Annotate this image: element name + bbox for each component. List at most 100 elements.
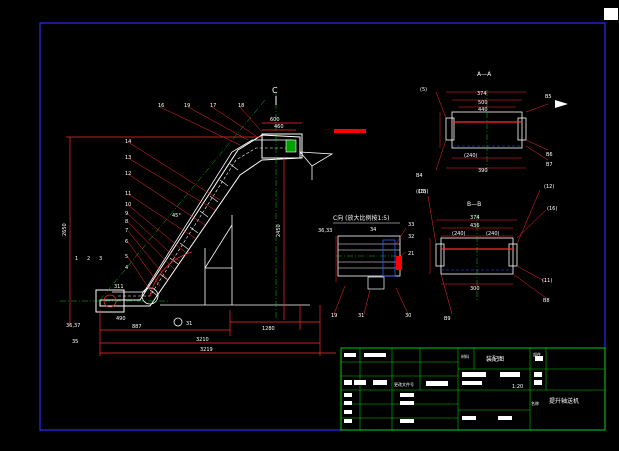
part-label: 6	[125, 239, 128, 245]
dim-base-left: 887	[132, 324, 142, 330]
view-aa-label: B7	[546, 162, 553, 168]
view-c-label: 36,33	[318, 228, 332, 234]
view-aa-label: B5	[545, 94, 552, 100]
view-aa-label: B6	[546, 152, 553, 158]
view-bb-dim: (240)	[486, 231, 499, 237]
part-label: 9	[125, 211, 128, 217]
view-c-label: 34	[370, 227, 376, 233]
part-label: 7	[125, 228, 128, 234]
drawing-name: 装配图	[486, 355, 504, 363]
part-label: 5	[125, 254, 128, 260]
view-bb-label: B9	[444, 316, 451, 322]
view-bb-label: B8	[543, 298, 550, 304]
highlight-bar	[334, 129, 366, 133]
material-label: 材料	[461, 353, 469, 359]
main-view: C 14 13 12 11 10 9 8 7 6 5 4 1 2 3 36,37…	[60, 86, 366, 356]
scale-value: 1:20	[512, 384, 523, 390]
leader-lines	[127, 106, 263, 291]
dim-total-height: 2650	[62, 223, 68, 236]
view-bb-title: B—B	[467, 201, 481, 208]
view-aa-dim: 440	[478, 107, 488, 113]
view-c-label: 33	[408, 222, 414, 228]
product-name: 提升轴送机	[549, 397, 579, 405]
dim-vertical-mid: 2450	[276, 224, 282, 237]
dim-bottom-num: 31	[186, 321, 192, 327]
support-frame	[160, 215, 310, 306]
view-c-label: 30	[405, 313, 411, 319]
view-aa-label: B4	[416, 173, 423, 179]
part-label: 12	[125, 171, 131, 177]
part-label: 3	[99, 256, 102, 262]
dim-angle: 45°	[172, 213, 181, 219]
view-bb-dim: 436	[470, 223, 480, 229]
part-label: 1	[75, 256, 78, 262]
part-label: 35	[72, 339, 78, 345]
dim-top-1: 600	[270, 117, 280, 123]
part-label: 14	[125, 139, 131, 145]
part-label: 16	[158, 103, 164, 109]
title-block: 材料 装配图 部件 1:20 提升轴送机 名称 更改文件号	[340, 347, 606, 431]
part-label: 19	[184, 103, 190, 109]
view-aa-title: A—A	[477, 71, 492, 78]
view-c-title: C向 (放大比例按1:5)	[333, 214, 389, 222]
view-bb-dim: 374	[470, 215, 480, 221]
view-a-a: A—A 374 500 440 (240) 390 (5) B	[416, 71, 568, 195]
dimension-texts: 2650 2450 3210 3219 1280 887 490 600 460…	[62, 117, 284, 353]
view-aa-label: (5)	[420, 87, 427, 93]
name-label: 名称	[531, 400, 539, 406]
view-c-rails	[338, 243, 400, 269]
view-c-label: 19	[331, 313, 337, 319]
part-label: 18	[238, 103, 244, 109]
centerlines	[60, 92, 277, 320]
chain-path	[118, 147, 296, 297]
part-label: 10	[125, 202, 131, 208]
view-c: C向 (放大比例按1:5) 36,33 34 33 32 31 30 21 19	[318, 214, 414, 319]
view-aa-arrow	[555, 100, 568, 108]
drawing-frame	[39, 22, 606, 431]
part-label: 17	[210, 103, 216, 109]
dim-top-2: 460	[274, 124, 284, 130]
part-number-labels: 14 13 12 11 10 9 8 7 6 5 4 1 2 3 36,37 3…	[66, 103, 244, 345]
part-label-cell: 部件	[533, 351, 541, 357]
view-b-b: B—B 374 436 (240) (240) 300 (15) (11	[418, 184, 557, 322]
view-c-label: 21	[408, 251, 414, 257]
view-aa-dim: 374	[477, 91, 487, 97]
idler-wheel	[141, 287, 159, 305]
view-c-bracket	[367, 276, 385, 290]
part-label: 36,37	[66, 323, 80, 329]
drive-motor	[285, 139, 297, 153]
view-c-red-part	[396, 256, 402, 270]
section-marker-c: C	[272, 86, 278, 95]
view-bb-label: (15)	[418, 189, 428, 195]
view-aa-dim: (240)	[464, 153, 477, 159]
view-c-label: 32	[408, 234, 414, 240]
section-marker-a	[173, 317, 183, 327]
view-aa-dim: 500	[478, 100, 488, 106]
dimension-lines	[66, 122, 336, 356]
part-label: 13	[125, 155, 131, 161]
dim-overall-width: 3210	[196, 337, 209, 343]
seq-label: 更改文件号	[394, 381, 414, 387]
discharge-chute	[299, 151, 334, 167]
view-bb-label: (12)	[544, 184, 554, 190]
dim-overall-length: 3219	[200, 347, 213, 353]
dim-small-w: 311	[114, 284, 124, 290]
part-label: 4	[125, 265, 128, 271]
view-aa-label: (15)	[416, 189, 426, 195]
drive-head	[261, 133, 303, 159]
part-label: 11	[125, 191, 131, 197]
conveyor-inner-line	[112, 139, 292, 293]
dim-base-span: 1280	[262, 326, 275, 332]
view-c-label: 31	[358, 313, 364, 319]
part-label: 8	[125, 219, 128, 225]
view-aa-dim: 390	[478, 168, 488, 174]
view-bb-dim: (240)	[452, 231, 465, 237]
title-block-entries	[344, 353, 543, 423]
view-bb-label: (11)	[542, 278, 552, 284]
view-bb-dim: 300	[470, 286, 480, 292]
dim-base-seg: 490	[116, 316, 126, 322]
part-label: 2	[87, 256, 90, 262]
corner-tab	[604, 8, 618, 20]
